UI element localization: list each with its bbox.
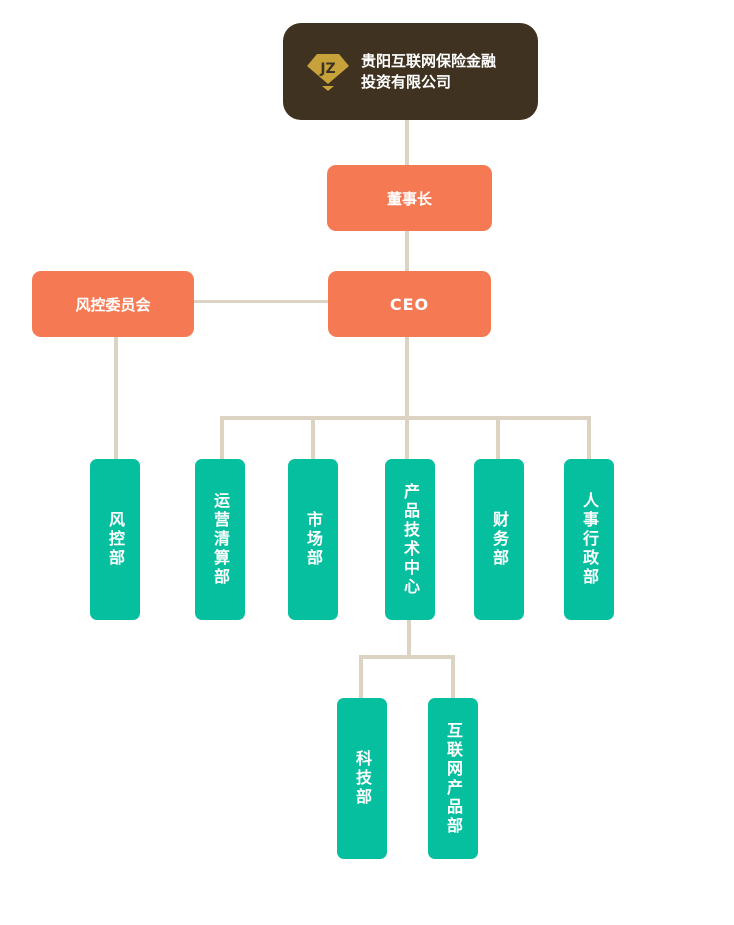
connector-ceo-risk-committee <box>194 300 329 303</box>
company-root-node: JZ 贵阳互联网保险金融 投资有限公司 <box>283 23 538 120</box>
dept-marketing: 市场部 <box>288 459 338 620</box>
subdept-tech: 科技部 <box>337 698 387 859</box>
connector-to-finance <box>496 416 500 459</box>
subdept-internet-product: 互联网产品部 <box>428 698 478 859</box>
chairman-label: 董事长 <box>386 189 432 208</box>
connector-to-hr <box>587 416 591 459</box>
dept-operations-clearing: 运营清算部 <box>195 459 245 620</box>
subdept-internet-product-label: 互联网产品部 <box>444 721 463 836</box>
connector-to-product-tech <box>405 416 409 459</box>
dept-risk-control-label: 风控部 <box>106 511 125 568</box>
diamond-logo-icon: JZ <box>305 52 351 92</box>
risk-committee-label: 风控委员会 <box>75 295 151 314</box>
risk-committee-node: 风控委员会 <box>32 271 194 337</box>
dept-operations-clearing-label: 运营清算部 <box>211 492 230 587</box>
dept-finance-label: 财务部 <box>490 511 509 568</box>
connector-chairman-ceo <box>405 231 409 271</box>
ceo-node: CEO <box>328 271 491 337</box>
chairman-node: 董事长 <box>327 165 492 231</box>
connector-sub-bus <box>359 655 455 659</box>
dept-finance: 财务部 <box>474 459 524 620</box>
ceo-label: CEO <box>389 294 430 314</box>
connector-to-operations <box>220 416 224 459</box>
company-name-line2: 投资有限公司 <box>361 72 452 91</box>
company-name-line1: 贵阳互联网保险金融 <box>361 51 497 70</box>
connector-to-internet-product <box>451 655 455 698</box>
dept-risk-control: 风控部 <box>90 459 140 620</box>
dept-hr-admin-label: 人事行政部 <box>580 492 599 587</box>
subdept-tech-label: 科技部 <box>353 750 372 807</box>
connector-risk-committee-risk-dept <box>114 337 118 459</box>
connector-ceo-bus <box>405 337 409 419</box>
svg-text:JZ: JZ <box>319 61 335 77</box>
dept-product-tech-center: 产品技术中心 <box>385 459 435 620</box>
company-name: 贵阳互联网保险金融 投资有限公司 <box>361 51 496 93</box>
connector-to-tech <box>359 655 363 698</box>
connector-product-tech-down <box>407 620 411 658</box>
dept-hr-admin: 人事行政部 <box>564 459 614 620</box>
dept-product-tech-center-label: 产品技术中心 <box>401 482 420 597</box>
dept-marketing-label: 市场部 <box>304 511 323 568</box>
connector-to-marketing <box>311 416 315 459</box>
connector-root-chairman <box>405 120 409 165</box>
